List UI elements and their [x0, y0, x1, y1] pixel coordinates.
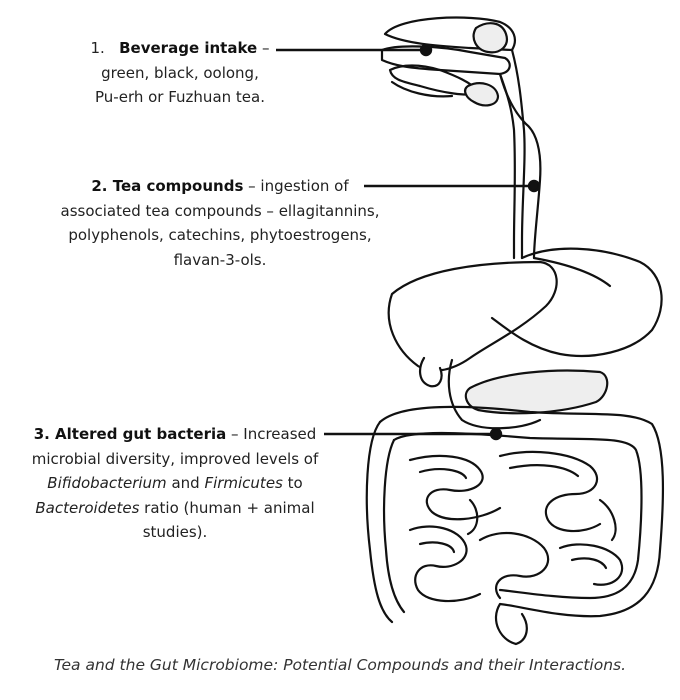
small-intestine-coils — [408, 450, 624, 603]
annotation-1-text: green, black, oolong, Pu-erh or Fuzhuan … — [95, 63, 265, 107]
salivary-gland-bottom — [464, 82, 500, 107]
annotation-2-text: ingestion of associated tea compounds – … — [60, 177, 380, 269]
annotation-altered-gut-bacteria: 3. Altered gut bacteria – Increased micr… — [31, 425, 319, 541]
liver-outline — [387, 260, 558, 372]
bifidobacterium-term: Bifidobacterium — [47, 474, 167, 492]
leader-dot-1 — [419, 43, 433, 57]
annotation-2-title: 2. Tea compounds — [91, 177, 244, 195]
annotation-3-title: 3. Altered gut bacteria — [33, 425, 227, 443]
colon-outline — [378, 405, 665, 646]
annotation-beverage-intake: 1. Beverage intake – green, black, oolon… — [60, 36, 300, 110]
annotation-1-number: 1. — [90, 39, 105, 57]
leader-dot-2 — [527, 179, 541, 193]
pancreas-outline — [464, 369, 609, 415]
annotation-tea-compounds: 2. Tea compounds – ingestion of associat… — [60, 177, 380, 269]
gallbladder-outline — [418, 356, 443, 388]
annotation-1-title: Beverage intake — [119, 39, 258, 57]
ascending-colon — [365, 420, 394, 624]
firmicutes-term: Firmicutes — [204, 474, 283, 492]
esophagus-right — [498, 72, 516, 260]
figure-caption: Tea and the Gut Microbiome: Potential Co… — [53, 656, 627, 674]
salivary-gland-top — [472, 22, 508, 54]
stomach-outline — [490, 247, 663, 357]
bacteroidetes-term: Bacteroidetes — [35, 498, 140, 517]
esophagus-left — [510, 48, 526, 260]
leader-dot-3 — [489, 427, 503, 441]
